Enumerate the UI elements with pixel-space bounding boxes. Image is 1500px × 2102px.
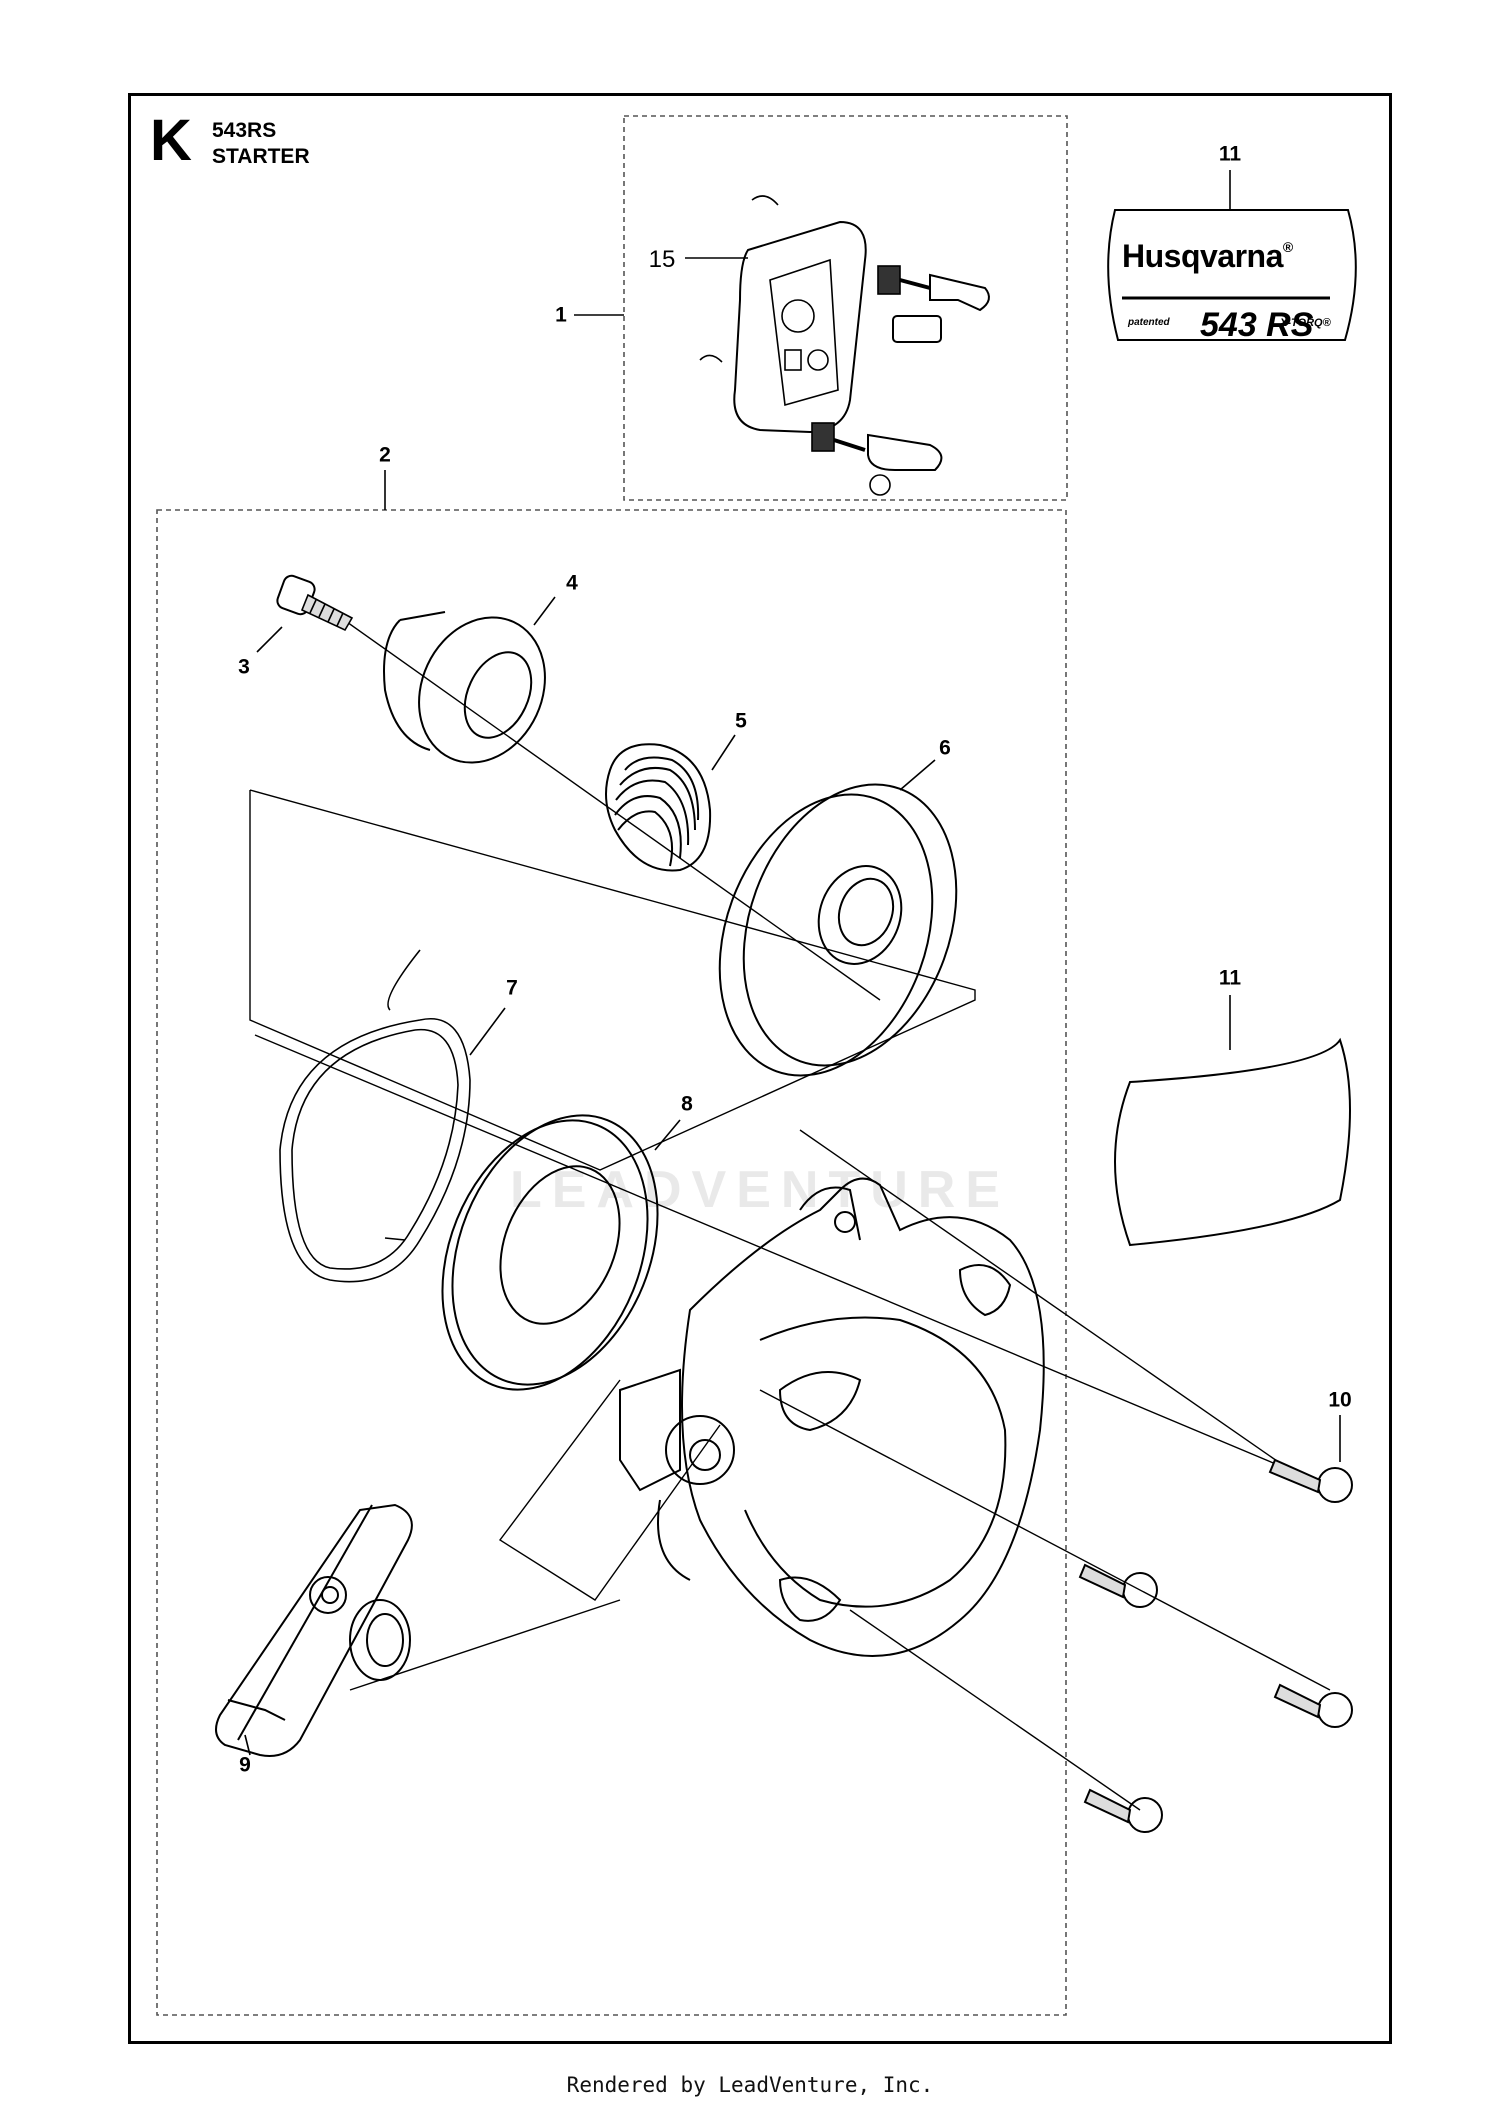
- washer-part-8: [441, 1114, 659, 1391]
- callout-5[interactable]: 5: [735, 709, 747, 733]
- bolt-part-3: [276, 574, 354, 632]
- screw-3: [1273, 1683, 1353, 1728]
- callout-7[interactable]: 7: [506, 976, 518, 1000]
- callout-8[interactable]: 8: [681, 1092, 693, 1116]
- callout-2[interactable]: 2: [379, 443, 391, 467]
- spring-coil-part-5: [605, 743, 712, 872]
- recoil-wire-part-7: [279, 949, 471, 1283]
- callout-15[interactable]: 15: [648, 246, 676, 273]
- decal-model-text: 543 RS: [1200, 306, 1314, 344]
- watermark-text: LEADVENTURE: [509, 1161, 1011, 1219]
- section-title: STARTER: [212, 145, 310, 168]
- screws-part-10: [1078, 1458, 1353, 1833]
- decal-label-part-11: [1107, 209, 1357, 1247]
- screw-1: [1268, 1458, 1353, 1503]
- callout-11-top[interactable]: 11: [1218, 142, 1242, 166]
- callout-4[interactable]: 4: [566, 571, 578, 595]
- starter-housing: [619, 1177, 1045, 1657]
- hub-part-4: [383, 611, 546, 764]
- leader-lines: [244, 170, 1341, 1756]
- callout-10[interactable]: 10: [1328, 1388, 1352, 1412]
- pulley-part-6: [718, 783, 958, 1077]
- decal-patented-text: patented: [1128, 317, 1170, 328]
- callout-6[interactable]: 6: [939, 736, 951, 760]
- assembly-axes: [254, 609, 1331, 1811]
- screw-4: [1083, 1788, 1163, 1833]
- handle-part-9: [215, 1503, 413, 1757]
- model-heading: 543RS: [212, 119, 277, 142]
- kit-2-dashed-box: [156, 509, 1067, 2016]
- decal-brand-text: Husqvarna®: [1122, 238, 1293, 274]
- callout-3[interactable]: 3: [238, 655, 250, 679]
- callout-9[interactable]: 9: [239, 1753, 251, 1777]
- kit-1-dashed-box: [623, 115, 1068, 501]
- screw-2: [1078, 1563, 1158, 1608]
- decal-xtorq-text: X-TORQ®: [1280, 317, 1331, 329]
- callout-11-lower[interactable]: 11: [1218, 966, 1242, 990]
- section-letter: K: [150, 108, 192, 173]
- pawl-kit-part-1: [699, 195, 990, 496]
- diagram-border: [128, 93, 1392, 2044]
- footer-credit: Rendered by LeadVenture, Inc.: [566, 2073, 934, 2097]
- callout-1[interactable]: 1: [555, 303, 567, 327]
